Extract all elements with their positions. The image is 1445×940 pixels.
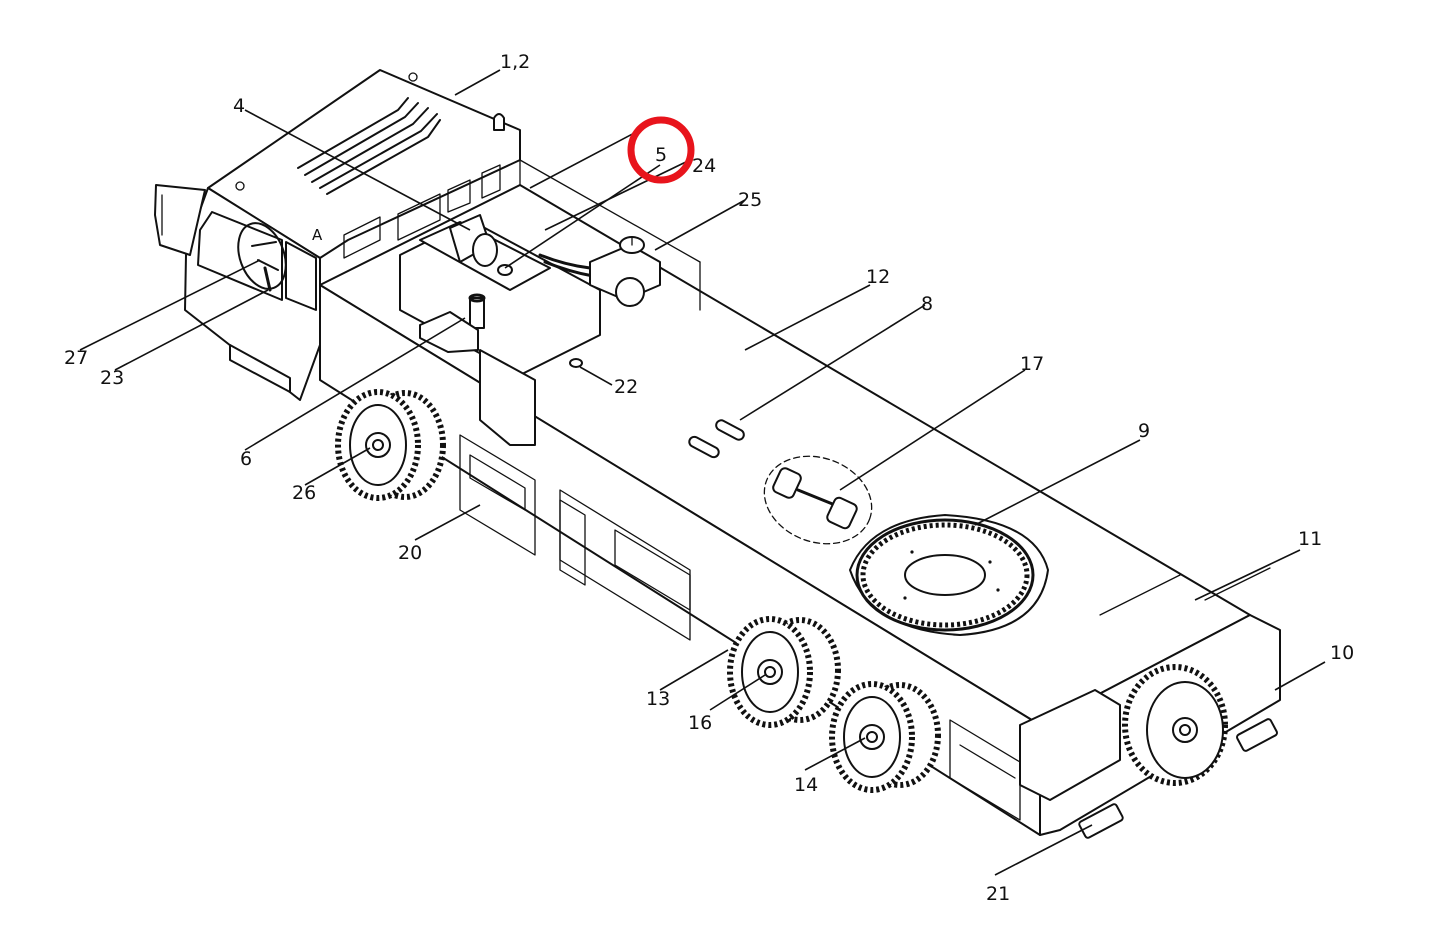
callout-12: 12 bbox=[866, 266, 890, 288]
callout-22: 22 bbox=[614, 376, 638, 398]
cab: A bbox=[154, 69, 521, 401]
roof-vent bbox=[297, 97, 441, 195]
callout-27: 27 bbox=[64, 347, 88, 369]
pump-assembly-icon bbox=[538, 236, 661, 307]
leader-lines bbox=[79, 69, 1326, 876]
callout-13: 13 bbox=[646, 688, 670, 710]
callout-5: 5 bbox=[655, 144, 667, 166]
callout-4: 4 bbox=[233, 95, 245, 117]
engine-block bbox=[399, 214, 1278, 839]
callout-6: 6 bbox=[240, 448, 252, 470]
svg-text:A: A bbox=[312, 226, 323, 244]
callout-11: 11 bbox=[1298, 528, 1322, 550]
exhaust-stack-icon bbox=[419, 293, 486, 353]
callout-14: 14 bbox=[794, 774, 818, 796]
callout-23: 23 bbox=[100, 367, 124, 389]
tank-icon bbox=[449, 214, 498, 267]
callout-16: 16 bbox=[688, 712, 712, 734]
front-wheel-icon bbox=[335, 389, 446, 501]
callout-25: 25 bbox=[738, 189, 762, 211]
inspection-slots bbox=[688, 419, 745, 459]
callout-10: 10 bbox=[1330, 642, 1354, 664]
callout-1-2: 1,2 bbox=[500, 51, 530, 73]
outrigger-pad-icon bbox=[1078, 718, 1278, 839]
sensor-capsule-icon bbox=[569, 358, 583, 368]
steering-wheel-icon bbox=[237, 222, 287, 292]
middle-wheel-1-icon bbox=[727, 616, 841, 728]
middle-wheel-2-icon bbox=[829, 681, 941, 793]
highlight-ring bbox=[627, 116, 695, 184]
drive-shaft-icon bbox=[763, 455, 873, 545]
callout-17: 17 bbox=[1020, 353, 1044, 375]
callout-8: 8 bbox=[921, 293, 933, 315]
callout-20: 20 bbox=[398, 542, 422, 564]
wheels bbox=[335, 389, 1228, 793]
callout-21: 21 bbox=[986, 883, 1010, 905]
callout-9: 9 bbox=[1138, 420, 1150, 442]
callout-24: 24 bbox=[692, 155, 716, 177]
slewing-ring-icon bbox=[849, 514, 1049, 636]
callout-labels: 1,2 4 5 24 25 12 8 17 9 11 10 27 23 22 6… bbox=[64, 51, 1354, 905]
callout-26: 26 bbox=[292, 482, 316, 504]
rear-wheel-icon bbox=[1122, 664, 1228, 786]
